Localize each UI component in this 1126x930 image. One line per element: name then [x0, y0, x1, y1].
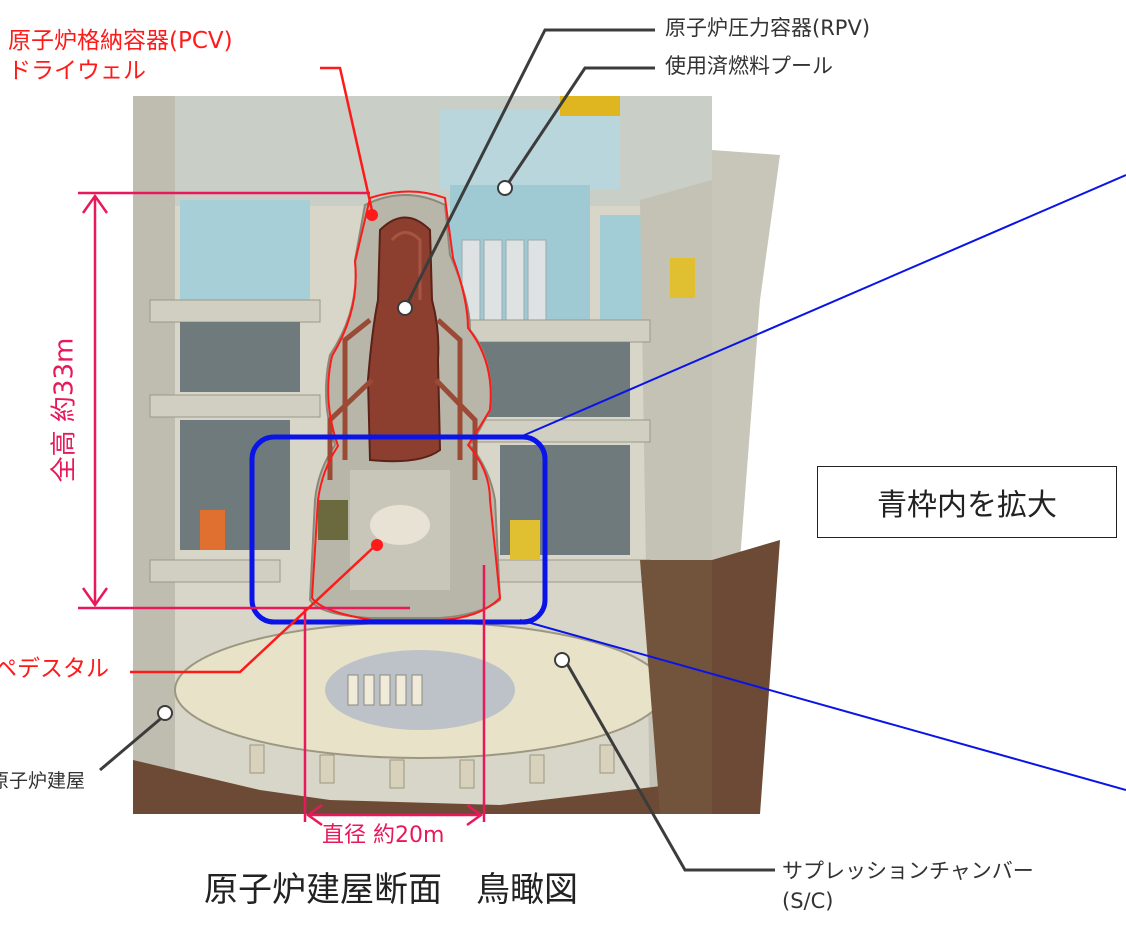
blue-zoom-frame	[249, 434, 548, 625]
pcv-marker	[366, 209, 378, 221]
pcv-outline	[310, 190, 502, 621]
drywell-label: ドライウェル	[8, 58, 146, 84]
reactor-building-label: 原子炉建屋	[0, 770, 86, 792]
diameter-dimension	[303, 565, 486, 827]
suppression-chamber-label: サプレッションチャンバー	[782, 859, 1034, 883]
zoom-line-bottom	[519, 619, 1126, 791]
red-leaders	[130, 66, 377, 674]
gray-leaders	[99, 28, 775, 872]
diagram-caption: 原子炉建屋断面 鳥瞰図	[204, 870, 578, 910]
suppression-chamber-abbr: (S/C)	[782, 889, 834, 913]
gray-markers	[157, 180, 570, 721]
cutaway-illustration	[133, 96, 780, 814]
pedestal-label: ペデスタル	[0, 656, 109, 682]
pedestal-marker	[371, 539, 383, 551]
zoom-callout-box: 青枠内を拡大	[817, 466, 1117, 538]
zoom-line-top	[519, 174, 1126, 438]
spent-fuel-pool-label: 使用済燃料プール	[665, 54, 833, 78]
diameter-dimension-label: 直径 約20m	[322, 823, 445, 848]
pcv-label: 原子炉格納容器(PCV)	[8, 28, 233, 54]
height-dimension	[78, 191, 410, 610]
zoom-callout-text: 青枠内を拡大	[877, 488, 1057, 523]
height-dimension-label: 全高 約33m	[49, 337, 80, 483]
rpv-label: 原子炉圧力容器(RPV)	[665, 16, 871, 40]
